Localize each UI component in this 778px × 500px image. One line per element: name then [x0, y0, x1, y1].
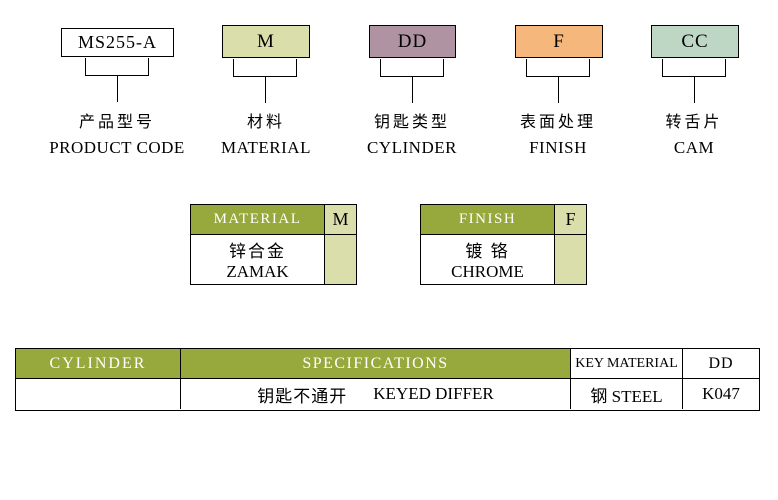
legend-label-product-code: 产品型号 PRODUCT CODE: [32, 108, 202, 158]
finish-table-code: F: [555, 205, 586, 234]
connector-stem-finish: [558, 77, 559, 103]
spec-cell-code: K047: [702, 384, 740, 403]
connector-stem-cam: [694, 77, 695, 103]
spec-col-specifications: SPECIFICATIONS: [181, 349, 571, 378]
legend-label-cylinder-en: CYLINDER: [367, 138, 457, 157]
connector-bracket-cylinder: [380, 59, 444, 77]
finish-value-cn: 镀 铬: [465, 242, 510, 261]
legend-label-cylinder: 钥匙类型 CYLINDER: [327, 108, 497, 158]
material-value-cn: 锌合金: [229, 242, 286, 261]
finish-table-value: 镀 铬 CHROME: [421, 235, 555, 284]
legend-label-material-cn: 材料: [246, 114, 285, 131]
finish-value-en: CHROME: [451, 262, 524, 281]
connector-bracket-cam: [662, 59, 726, 77]
spec-cell-cylinder: [16, 379, 181, 409]
material-table-empty-cell: [325, 235, 356, 284]
legend-label-cam: 转舌片 CAM: [609, 108, 778, 158]
connector-bracket-finish: [526, 59, 590, 77]
code-box-cam: CC: [651, 25, 739, 58]
legend-label-material-en: MATERIAL: [221, 138, 311, 157]
material-table-value: 锌合金 ZAMAK: [191, 235, 325, 284]
legend-label-cam-cn: 转舌片: [665, 114, 723, 131]
legend-label-product-code-en: PRODUCT CODE: [49, 138, 185, 157]
finish-table-header: FINISH: [421, 205, 555, 234]
legend-label-cylinder-cn: 钥匙类型: [373, 114, 450, 131]
material-table-code: M: [325, 205, 356, 234]
connector-stem-product: [117, 76, 118, 102]
code-box-product-code: MS255-A: [61, 28, 174, 57]
finish-table-empty-cell: [555, 235, 586, 284]
spec-col-code: DD: [708, 354, 734, 372]
connector-bracket-material: [233, 59, 297, 77]
spec-cell-key-material: 钢 STEEL: [571, 379, 683, 409]
spec-cell-specification: 钥匙不通开 KEYED DIFFER: [181, 379, 571, 409]
spec-keyed-differ-cn: 钥匙不通开: [257, 386, 348, 406]
connector-stem-cylinder: [412, 77, 413, 103]
finish-table: FINISH F 镀 铬 CHROME: [420, 204, 587, 285]
legend-label-finish-en: FINISH: [529, 138, 587, 157]
code-box-cylinder: DD: [369, 25, 456, 58]
spec-col-key-material: KEY MATERIAL: [571, 349, 683, 378]
spec-keyed-differ-en: KEYED DIFFER: [373, 384, 494, 403]
material-table-header: MATERIAL: [191, 205, 325, 234]
legend-label-finish-cn: 表面处理: [519, 114, 596, 131]
connector-bracket-product: [85, 58, 149, 76]
code-box-finish: F: [515, 25, 603, 58]
legend-label-material: 材料 MATERIAL: [181, 108, 351, 158]
legend-label-finish: 表面处理 FINISH: [473, 108, 643, 158]
code-box-material: M: [222, 25, 310, 58]
material-table: MATERIAL M 锌合金 ZAMAK: [190, 204, 357, 285]
material-value-en: ZAMAK: [226, 262, 289, 281]
spec-col-cylinder: CYLINDER: [16, 349, 181, 378]
cylinder-spec-table: CYLINDER SPECIFICATIONS KEY MATERIAL DD …: [15, 348, 760, 411]
connector-stem-material: [265, 77, 266, 103]
legend-label-product-code-cn: 产品型号: [78, 114, 155, 131]
legend-label-cam-en: CAM: [673, 138, 715, 157]
